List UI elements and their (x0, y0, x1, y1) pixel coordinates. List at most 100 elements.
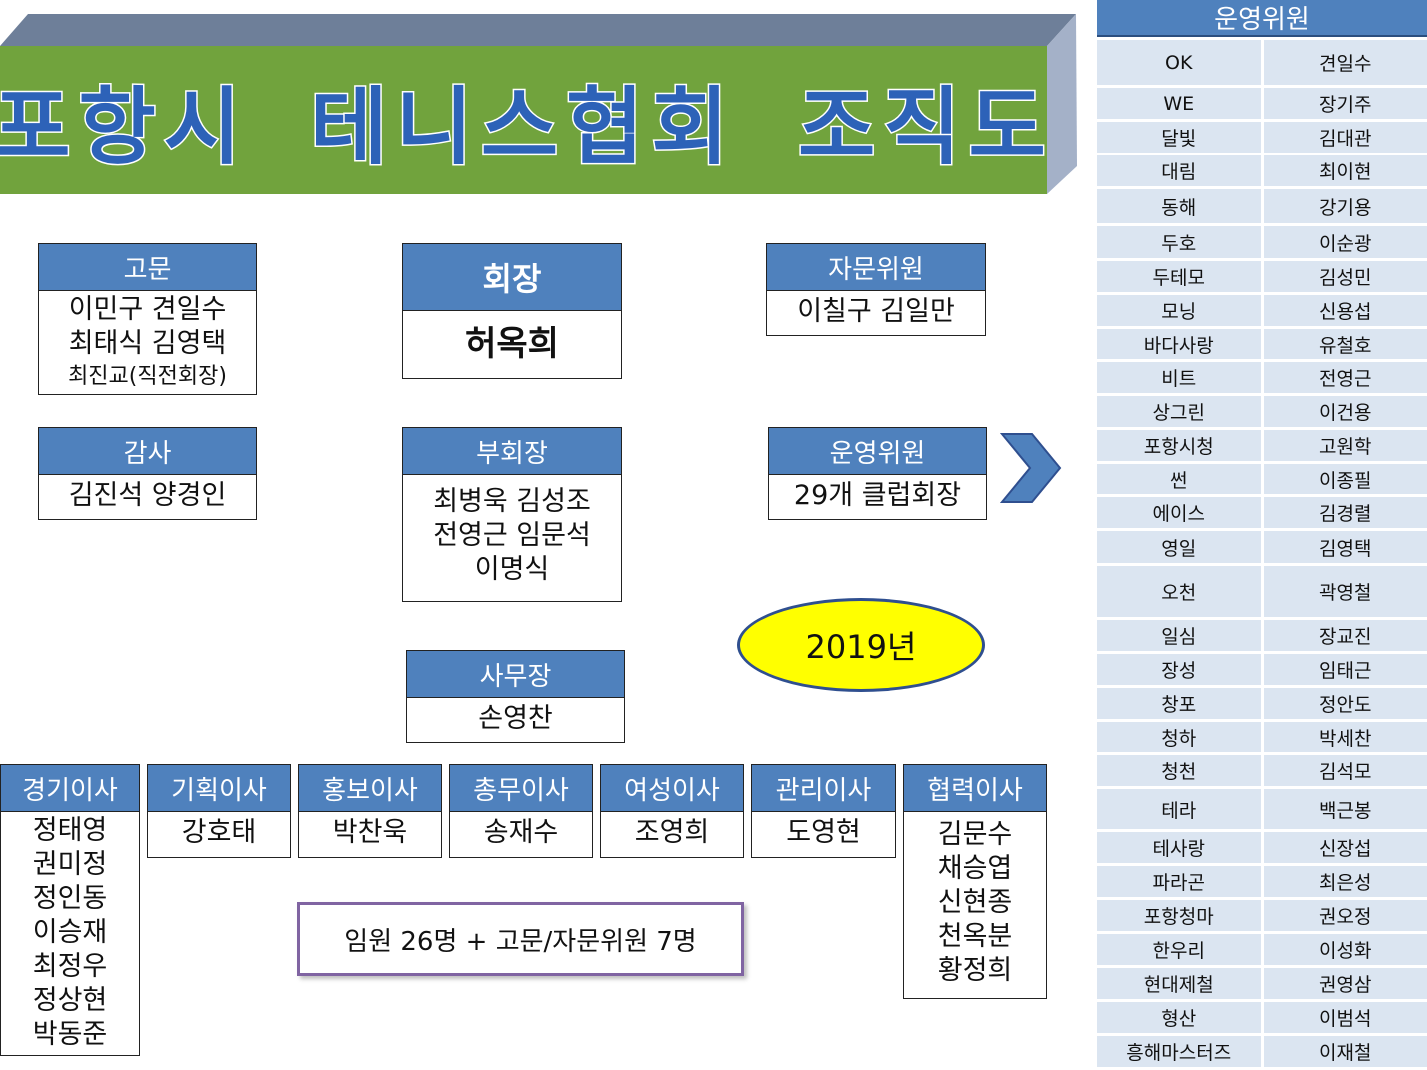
secretary-box: 사무장 손영찬 (406, 650, 625, 743)
director-name: 이승재 (32, 917, 108, 948)
club-cell: 창포 (1097, 688, 1261, 719)
director-name: 김문수 (937, 819, 1013, 850)
chevron-right-icon (1000, 433, 1062, 503)
director-name: 강호태 (181, 817, 257, 848)
president-name: 허옥희 (465, 324, 559, 364)
president-name-cell: 이성화 (1263, 934, 1427, 965)
consultants-label: 자문위원 (767, 244, 985, 291)
director-label: 홍보이사 (299, 765, 441, 812)
vice-presidents-box: 부회장 최병욱 김성조 전영근 임문석 이명식 (402, 427, 622, 602)
banner-side-face (1047, 14, 1077, 194)
title-banner (0, 46, 1047, 194)
club-cell: 테라 (1097, 789, 1261, 829)
club-cell: 두테모 (1097, 261, 1261, 292)
president-name-cell: 견일수 (1263, 40, 1427, 85)
director-name: 황정희 (937, 955, 1013, 986)
director-label: 협력이사 (904, 765, 1046, 812)
president-name-cell: 김대관 (1263, 122, 1427, 153)
club-cell: 상그린 (1097, 396, 1261, 427)
director-name: 송재수 (483, 817, 559, 848)
president-name-cell: 신장섭 (1263, 832, 1427, 863)
club-cell: 테사랑 (1097, 832, 1261, 863)
president-name-cell: 이재철 (1263, 1036, 1427, 1067)
president-name-cell: 이건용 (1263, 396, 1427, 427)
director-name: 박찬욱 (332, 817, 408, 848)
club-cell: 영일 (1097, 531, 1261, 563)
club-cell: 두호 (1097, 226, 1261, 258)
director-box-management: 관리이사 도영현 (751, 764, 896, 858)
director-box-games: 경기이사 정태영 권미정 정인동 이승재 최정우 정상현 박동준 (0, 764, 140, 1056)
president-name-cell: 유철호 (1263, 329, 1427, 359)
director-name: 최정우 (32, 951, 108, 982)
director-box-general-affairs: 총무이사 송재수 (449, 764, 593, 858)
president-name-cell: 전영근 (1263, 362, 1427, 393)
director-label: 기획이사 (148, 765, 290, 812)
president-name-cell: 이범석 (1263, 1002, 1427, 1033)
vice-president-line: 최병욱 김성조 (433, 486, 591, 517)
president-box: 회장 허옥희 (402, 243, 622, 379)
club-cell: 포항청마 (1097, 900, 1261, 931)
secretary-label: 사무장 (407, 651, 624, 698)
auditors-box: 감사 김진석 양경인 (38, 427, 257, 520)
president-name-cell: 김석모 (1263, 755, 1427, 786)
club-cell: 현대제철 (1097, 968, 1261, 999)
club-cell: 대림 (1097, 155, 1261, 186)
vice-president-line: 전영근 임문석 (433, 520, 591, 551)
director-box-pr: 홍보이사 박찬욱 (298, 764, 442, 858)
club-cell: 비트 (1097, 362, 1261, 393)
president-name-cell: 강기용 (1263, 189, 1427, 223)
director-label: 관리이사 (752, 765, 895, 812)
club-cell: 달빛 (1097, 122, 1261, 153)
club-cell: 오천 (1097, 566, 1261, 617)
director-names: 김문수 채승엽 신현종 천옥분 황정희 (904, 812, 1046, 988)
director-name: 천옥분 (937, 921, 1013, 952)
club-cell: 바다사랑 (1097, 329, 1261, 359)
director-name: 채승엽 (937, 853, 1013, 884)
president-name-cell: 정안도 (1263, 688, 1427, 719)
club-cell: 포항시청 (1097, 430, 1261, 461)
advisors-names: 이민구 견일수 최태식 김영택 최진교(직전회장) (39, 291, 256, 393)
vice-presidents-label: 부회장 (403, 428, 621, 475)
club-cell: 썬 (1097, 464, 1261, 494)
banner-top-face (0, 14, 1076, 46)
club-cell: 일심 (1097, 620, 1261, 651)
director-label: 총무이사 (450, 765, 592, 812)
vice-presidents-names: 최병욱 김성조 전영근 임문석 이명식 (403, 475, 621, 587)
summary-box: 임원 26명 + 고문/자문위원 7명 (297, 902, 744, 976)
president-name-cell: 곽영철 (1263, 566, 1427, 617)
president-name-cell: 권오정 (1263, 900, 1427, 931)
president-name-cell: 이종필 (1263, 464, 1427, 494)
operating-committee-label: 운영위원 (769, 428, 986, 475)
president-name-cell: 이순광 (1263, 226, 1427, 258)
consultants-box: 자문위원 이칠구 김일만 (766, 243, 986, 336)
president-name-cell: 백근봉 (1263, 789, 1427, 829)
operating-committee-text: 29개 클럽회장 (793, 480, 962, 511)
club-cell: 장성 (1097, 654, 1261, 685)
year-badge: 2019년 (737, 598, 985, 692)
director-name: 권미정 (32, 849, 108, 880)
club-cell: 모닝 (1097, 295, 1261, 326)
director-name: 도영현 (786, 817, 861, 848)
club-cell: 형산 (1097, 1002, 1261, 1033)
director-names: 정태영 권미정 정인동 이승재 최정우 정상현 박동준 (1, 812, 139, 1052)
